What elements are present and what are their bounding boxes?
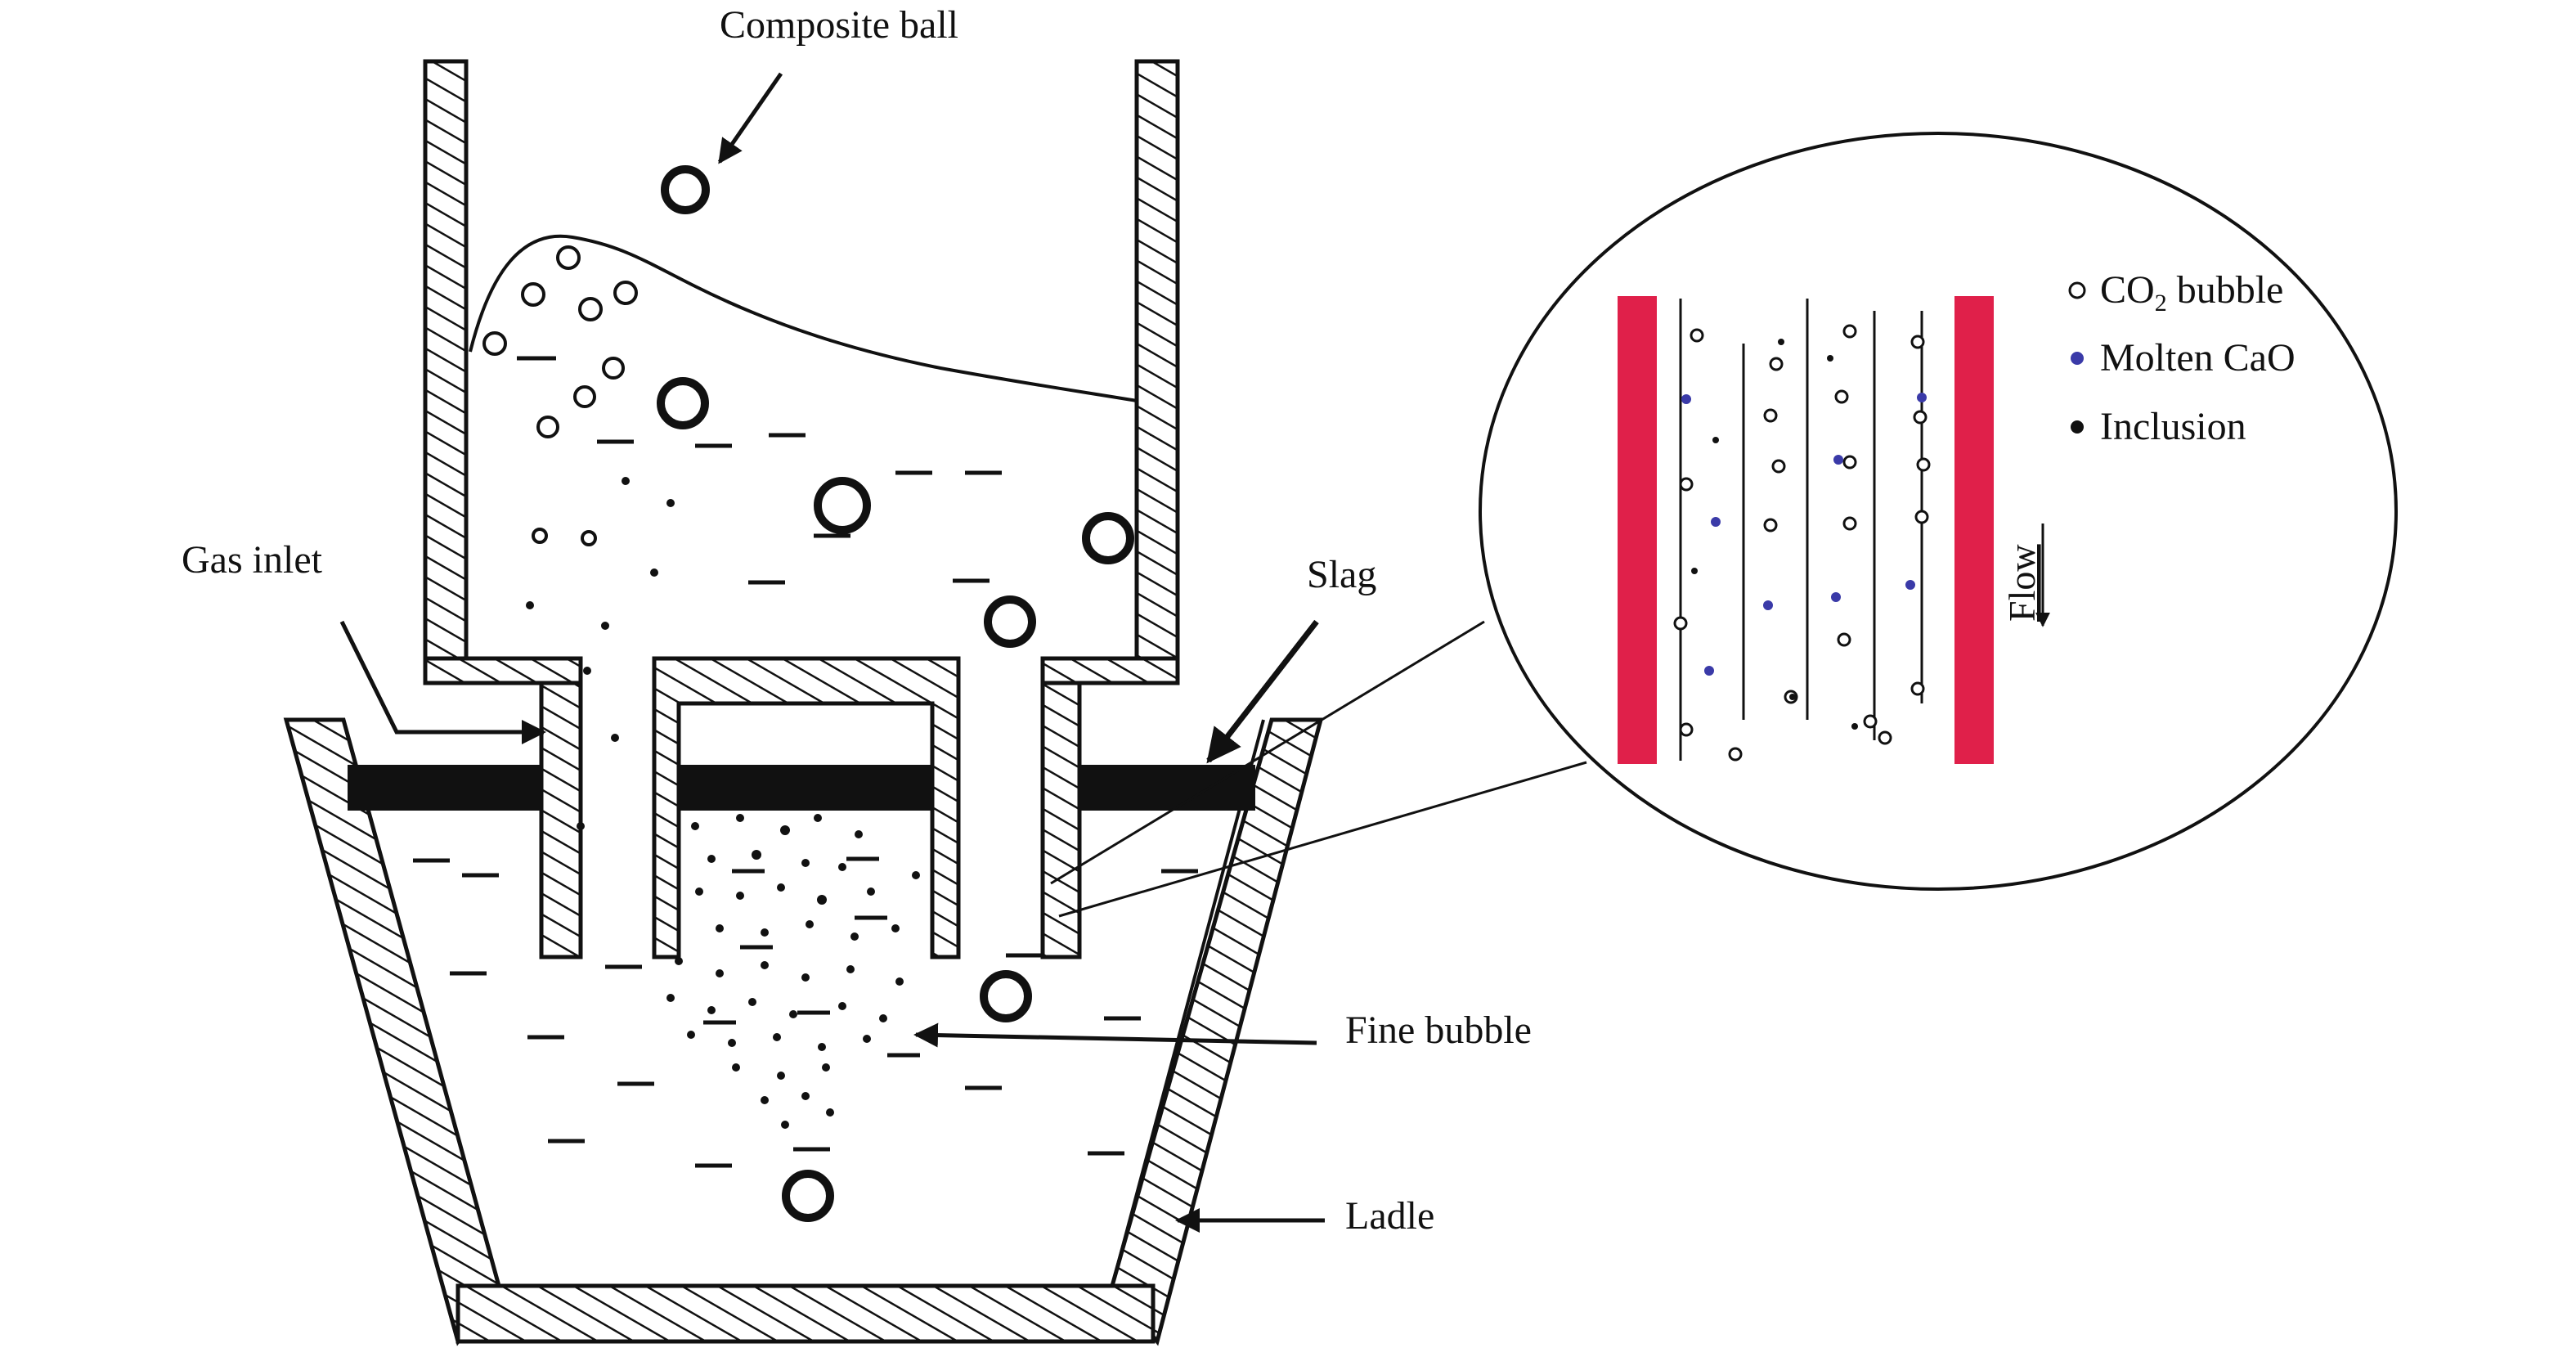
zoom-ellipse (1479, 132, 2398, 891)
snorkel-wall-right-zoom (1954, 296, 1994, 764)
snorkel-left-outer (539, 681, 583, 959)
ladle-particles (413, 814, 1198, 1222)
slag-band-right (1067, 765, 1255, 811)
ladle-wall-right (1110, 717, 1324, 1346)
co2-bubble (578, 297, 603, 321)
label-fine-bubble: Fine bubble (1345, 1009, 1532, 1052)
co2-bubble (581, 530, 597, 546)
arrow-composite-ball (717, 72, 783, 164)
fine-bubble-dashes (703, 856, 920, 1058)
callout-line-bottom (1058, 761, 1587, 918)
ladle-wall-left (283, 717, 501, 1346)
vessel-particles (482, 165, 1134, 830)
legend-molten-cao: Molten CaO (2100, 336, 2296, 380)
legend-inclusion: Inclusion (2100, 405, 2246, 448)
arrow-gas-inlet (339, 620, 546, 744)
vessel-wall-right (1134, 59, 1180, 685)
melt-surface (469, 234, 1138, 402)
legend-inclusion-icon (2071, 420, 2084, 434)
label-composite-ball: Composite ball (720, 3, 958, 47)
slag-band-left (348, 765, 544, 811)
co2-bubble (556, 245, 581, 270)
ladle-dash-marks (413, 858, 1198, 1168)
flow-label: Flow (2001, 544, 2043, 622)
zoom-molten-cao (1681, 393, 1927, 676)
ladle-bottom (456, 1283, 1156, 1344)
composite-ball (782, 1170, 834, 1222)
vessel-floor-left (423, 656, 583, 685)
ladle-vessel (283, 717, 1324, 1346)
annotations: Composite ball Gas inlet Slag Fine bubbl… (182, 3, 1532, 1238)
vessel-wall-left (423, 59, 469, 685)
callout-line-top (1050, 620, 1485, 885)
dash-marks (517, 356, 1002, 585)
label-slag: Slag (1307, 553, 1376, 596)
snorkel-wall-left-zoom (1618, 296, 1657, 764)
arrow-slag (1206, 619, 1319, 764)
co2-bubble (602, 357, 625, 380)
central-snorkel-unit (652, 656, 961, 959)
zoom-callout: Flow CO2 bubble Molten CaO Inclusion (1050, 132, 2398, 918)
vacuum-vessel (423, 59, 1180, 959)
vessel-floor-right (1040, 656, 1180, 685)
ladle-inner-line-right (1111, 719, 1265, 1287)
legend-co2-bubble: CO2 bubble (2100, 268, 2283, 317)
flow-streamlines (1679, 299, 1923, 761)
fine-bubble-cloud (666, 814, 920, 1129)
composite-ball (814, 477, 871, 534)
co2-bubble (536, 416, 559, 438)
slag-layer (348, 765, 1255, 811)
inclusion-dots (526, 477, 675, 830)
slag-band-middle (671, 765, 932, 811)
flow-indicator: Flow (2001, 523, 2050, 627)
composite-ball (1082, 512, 1134, 564)
co2-bubble (532, 528, 548, 544)
legend: CO2 bubble Molten CaO Inclusion (2068, 268, 2296, 448)
legend-molten-cao-icon (2071, 352, 2084, 365)
composite-ball (984, 595, 1036, 648)
co2-bubble (573, 385, 596, 408)
co2-bubble (482, 331, 507, 356)
arrow-fine-bubble (913, 1022, 1317, 1048)
composite-ball (980, 970, 1032, 1022)
label-ladle: Ladle (1345, 1194, 1434, 1238)
co2-bubble (521, 282, 545, 307)
co2-bubble (613, 281, 638, 305)
zoom-inclusions (1691, 339, 1858, 730)
composite-ball (657, 377, 709, 429)
legend-co2-icon (2068, 281, 2086, 299)
label-gas-inlet: Gas inlet (182, 538, 323, 582)
composite-ball-falling (661, 165, 710, 214)
